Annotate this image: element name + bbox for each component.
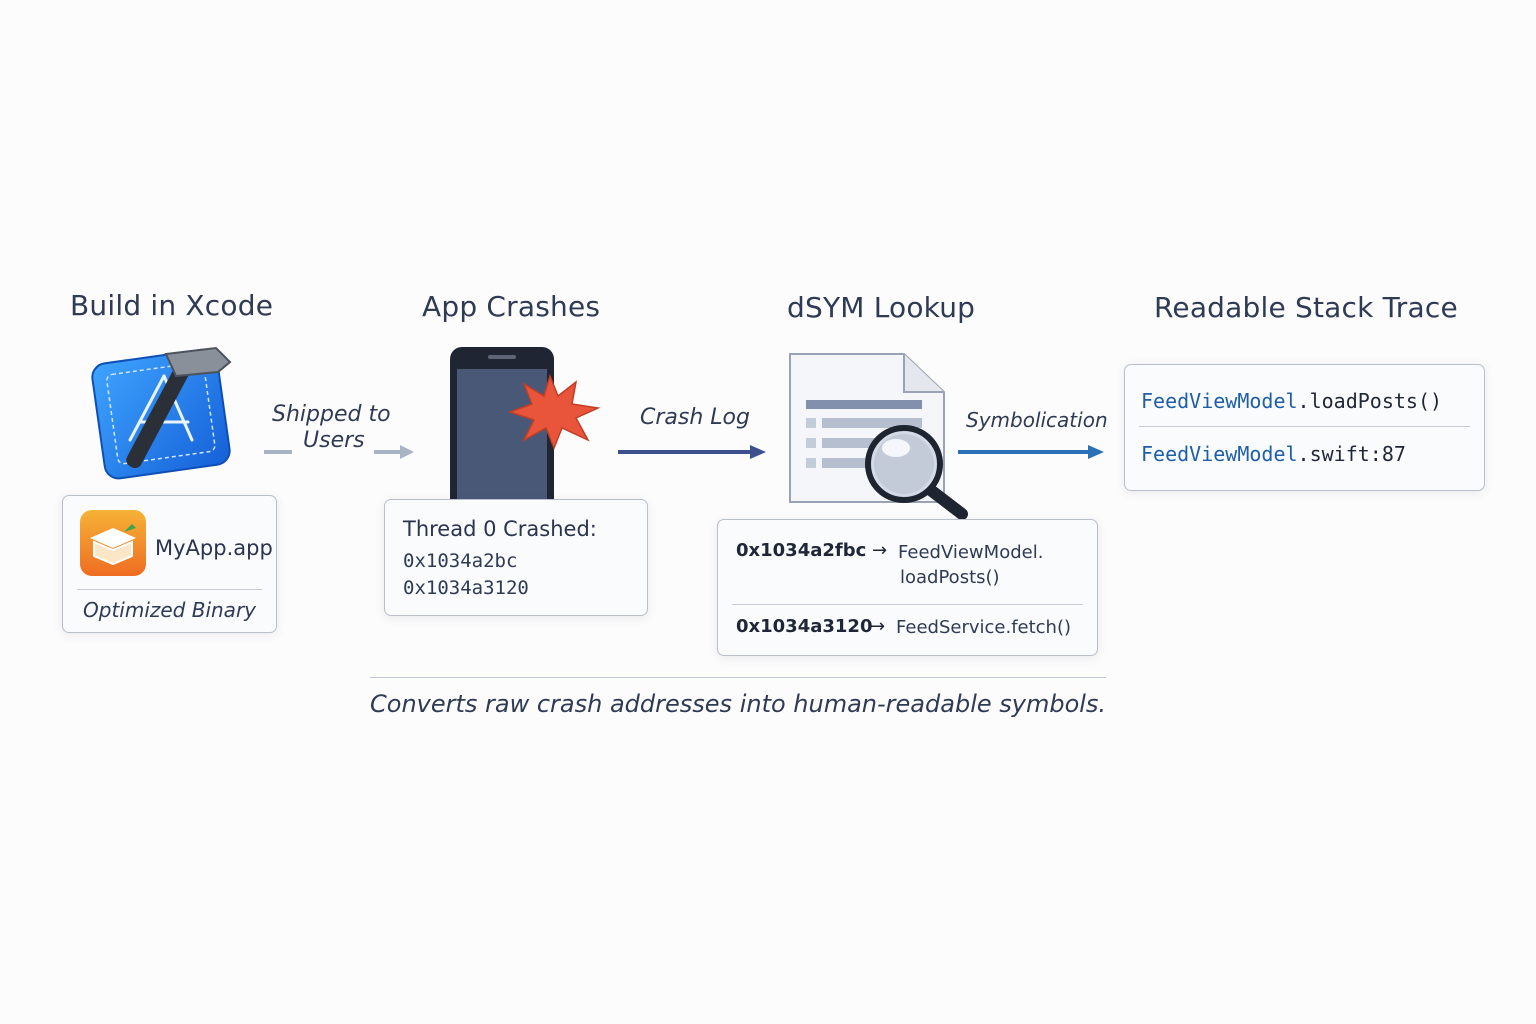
mapping-symbol: loadPosts(): [900, 567, 1000, 588]
caption-divider: [370, 677, 1106, 678]
trace-divider: [1139, 426, 1470, 427]
app-package-icon: [80, 510, 146, 576]
app-name-label: MyApp.app: [155, 536, 273, 560]
crash-burst-icon: [507, 373, 601, 451]
crash-address: 0x1034a2bc: [403, 550, 518, 572]
trace-member: .loadPosts(): [1297, 389, 1443, 413]
shipped-label-line1: Shipped to: [272, 402, 391, 427]
mapping-arrow-icon: →: [872, 540, 888, 561]
trace-type-name: FeedViewModel: [1141, 442, 1298, 466]
stack-trace-card: FeedViewModel.loadPosts() FeedViewModel.…: [1124, 364, 1485, 491]
shipped-label-line2: Users: [303, 428, 365, 453]
card-divider: [77, 589, 262, 590]
crash-log-arrow: [618, 445, 766, 459]
trace-type-name: FeedViewModel: [1141, 389, 1298, 413]
symbolication-arrow: [958, 445, 1104, 459]
crash-stage-title: App Crashes: [422, 290, 601, 323]
optimized-binary-label: Optimized Binary: [83, 598, 256, 622]
mapping-address: 0x1034a3120: [736, 616, 873, 637]
trace-file-line: .swift:87: [1297, 442, 1406, 466]
trace-stage-title: Readable Stack Trace: [1154, 291, 1458, 324]
crash-thread-card: Thread 0 Crashed: 0x1034a2bc 0x1034a3120: [384, 499, 648, 616]
thread-crashed-label: Thread 0 Crashed:: [403, 517, 597, 541]
crash-address: 0x1034a3120: [403, 577, 529, 599]
caption-text: Converts raw crash addresses into human-…: [370, 690, 1107, 718]
stack-trace-line: FeedViewModel.loadPosts(): [1141, 389, 1442, 413]
xcode-hammer-icon: [91, 346, 232, 480]
crash-log-label: Crash Log: [640, 405, 750, 430]
shipped-arrow: [264, 445, 414, 459]
lookup-stage-title: dSYM Lookup: [787, 291, 976, 324]
build-stage-title: Build in Xcode: [70, 289, 274, 322]
symbolication-label: Symbolication: [966, 408, 1108, 432]
magnifier-icon: [865, 425, 968, 520]
app-binary-card: MyApp.app Optimized Binary: [62, 495, 277, 633]
mapping-arrow-icon: →: [870, 616, 886, 637]
stack-trace-line: FeedViewModel.swift:87: [1141, 442, 1406, 466]
mapping-divider: [732, 604, 1083, 605]
dsym-mapping-card: 0x1034a2fbc → FeedViewModel. loadPosts()…: [717, 519, 1098, 656]
mapping-symbol: FeedService.fetch(): [896, 617, 1072, 638]
mapping-address: 0x1034a2fbc: [736, 540, 867, 561]
mapping-symbol: FeedViewModel.: [898, 542, 1044, 563]
